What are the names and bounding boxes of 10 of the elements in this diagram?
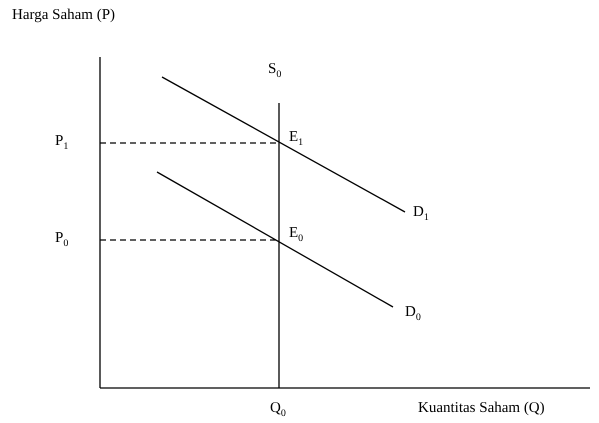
curve-label: S$_{0}$: [268, 60, 282, 82]
point-label: E$_{1}$: [289, 128, 304, 150]
point-label: E$_{0}$: [289, 224, 304, 246]
axis-title: Kuantitas Saham (Q): [418, 399, 545, 417]
axis-label: Q$_{0}$: [270, 399, 286, 421]
axis-label: P$_{0}$: [55, 229, 68, 251]
curve-label: D$_{0}$: [405, 303, 421, 325]
axis-title: Harga Saham (P): [12, 6, 116, 24]
curve-label: D$_{1}$: [413, 203, 429, 225]
axis-label: P$_{1}$: [55, 132, 68, 154]
